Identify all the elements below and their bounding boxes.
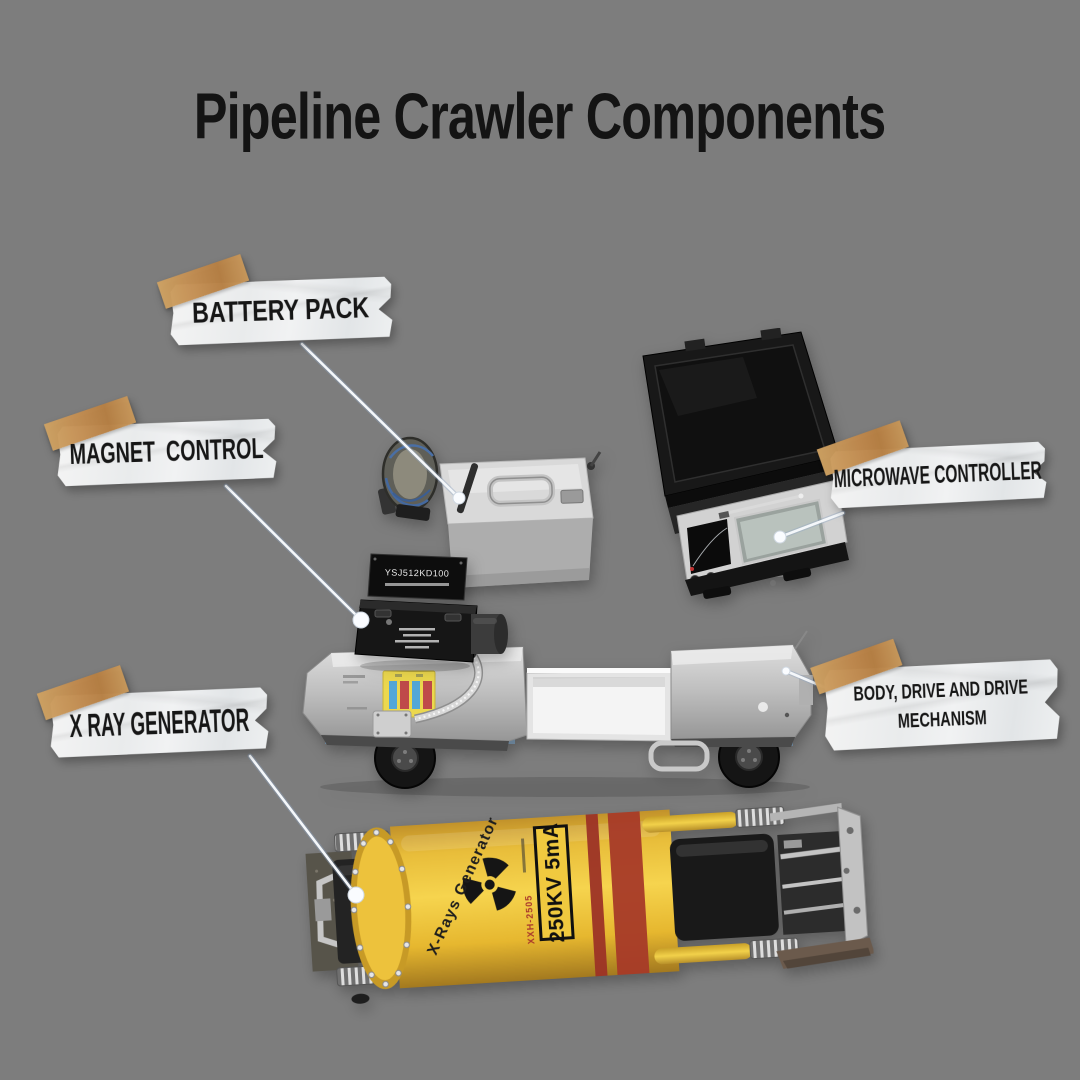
case-lid bbox=[642, 328, 841, 508]
generator-rating-plate: 250KV 5mA bbox=[532, 822, 575, 943]
x-ray-generator-photo: X-Rays Generator XXH-2505 250KV 5mA bbox=[305, 803, 875, 1004]
label-magnet-control-text: MAGNET CONTROL bbox=[69, 432, 264, 472]
case-latch bbox=[760, 328, 782, 341]
label-magnet-control: MAGNET CONTROL bbox=[43, 395, 277, 487]
generator-cylinder bbox=[390, 809, 680, 989]
magnet-cylinder bbox=[471, 614, 508, 654]
generator-stripe-narrow bbox=[585, 813, 608, 977]
label-microwave-controller: MICROWAVE CONTROLLER bbox=[816, 420, 1047, 509]
magnet-body bbox=[354, 599, 478, 663]
magnet-control-photo: YSJ512KD100 bbox=[354, 553, 508, 672]
microwave-controller-photo bbox=[642, 328, 849, 599]
battery-box bbox=[439, 451, 602, 588]
antenna bbox=[722, 494, 802, 516]
page-title-text: Pipeline Crawler Components bbox=[194, 80, 886, 153]
crawler-right-section bbox=[670, 630, 813, 747]
crawler-warning-sticker bbox=[382, 670, 436, 718]
magnet-model-text: YSJ512KD100 bbox=[385, 567, 450, 578]
generator-stripe-wide bbox=[607, 811, 650, 975]
case-latch bbox=[684, 338, 706, 352]
label-battery-pack: BATTERY PACK bbox=[156, 254, 393, 346]
page-title: Pipeline Crawler Components bbox=[0, 80, 1080, 153]
label-x-ray-generator: X RAY GENERATOR bbox=[36, 665, 269, 758]
magnet-top-label: YSJ512KD100 bbox=[367, 553, 468, 601]
crawler-shadow bbox=[320, 777, 810, 797]
battery-latch bbox=[560, 489, 584, 504]
generator-model-text: XXH-2505 bbox=[523, 894, 536, 944]
generator-rod-top bbox=[642, 811, 739, 833]
crawler-middle-tray bbox=[526, 668, 672, 742]
label-battery-pack-text: BATTERY PACK bbox=[192, 291, 370, 330]
generator-rod-bottom bbox=[654, 943, 753, 965]
crawler-rear-handle bbox=[648, 740, 710, 772]
generator-flange bbox=[350, 827, 412, 990]
crawler-body-photo bbox=[302, 630, 813, 797]
generator-right-cage bbox=[769, 803, 875, 969]
radiation-trefoil-icon bbox=[462, 857, 516, 911]
generator-right-drum bbox=[669, 833, 779, 941]
label-x-ray-generator-text: X RAY GENERATOR bbox=[68, 701, 250, 744]
label-body-drive-mechanism: BODY, DRIVE AND DRIVE MECHANISM bbox=[810, 638, 1060, 751]
cable-reel bbox=[378, 436, 439, 521]
magnet-shadow bbox=[360, 660, 470, 672]
label-body-drive-line2: MECHANISM bbox=[897, 706, 987, 733]
